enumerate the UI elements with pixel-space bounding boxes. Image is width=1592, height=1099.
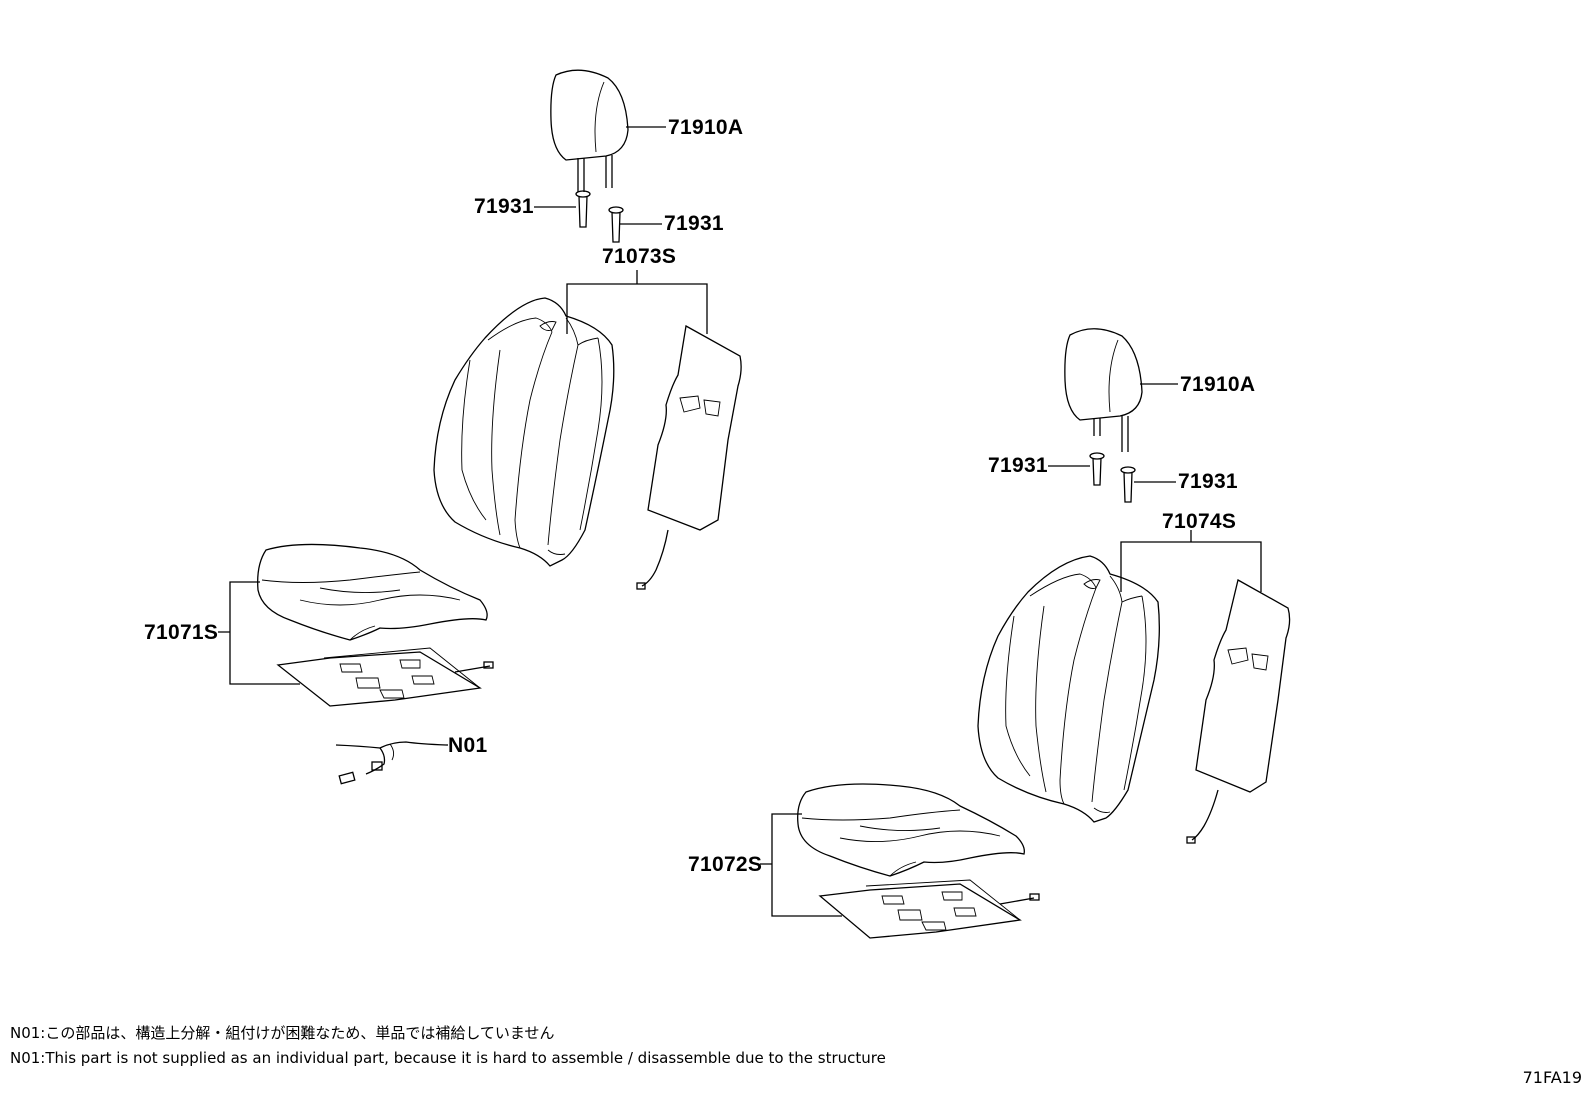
note-english: N01:This part is not supplied as an indi…: [10, 1049, 886, 1067]
headrest-right-drawing: [1064, 328, 1143, 452]
harness-n01-drawing: [335, 741, 447, 785]
part-label-guide-left-b: 71931: [664, 212, 724, 235]
part-label-back-assy-left: 71073S: [602, 245, 677, 268]
bracket-71074S: [1120, 530, 1262, 592]
seat-back-left-drawing: [433, 297, 615, 567]
cushion-heater-right-drawing: [818, 879, 1040, 939]
part-label-cushion-assy-left: 71071S: [144, 621, 219, 644]
bracket-71072S: [760, 813, 842, 917]
part-label-guide-right-a: 71931: [988, 454, 1048, 477]
leader-lines-right: [446, 383, 1178, 746]
part-label-guide-right-b: 71931: [1178, 470, 1238, 493]
back-heater-left-drawing: [636, 324, 742, 590]
part-label-back-assy-right: 71074S: [1162, 510, 1237, 533]
back-heater-right-drawing: [1186, 579, 1291, 844]
bracket-71073S: [566, 270, 708, 334]
seat-cushion-left-drawing: [257, 543, 488, 641]
seat-back-right-drawing: [977, 555, 1160, 823]
note-japanese: N01:この部品は、構造上分解・組付けが困難なため、単品では補給していません: [10, 1024, 555, 1042]
headrest-left-drawing: [550, 69, 629, 192]
leader-lines-left: [534, 126, 666, 225]
guide-left-drawing: [575, 190, 624, 243]
part-label-headrest-left: 71910A: [668, 116, 744, 139]
diagram-code: 71FA19: [1522, 1068, 1582, 1087]
seat-cushion-right-drawing: [797, 783, 1025, 877]
part-label-cushion-assy-right: 71072S: [688, 853, 763, 876]
part-label-guide-left-a: 71931: [474, 195, 534, 218]
part-label-harness-n01: N01: [448, 734, 488, 757]
bracket-71071S: [218, 581, 300, 685]
guide-right-drawing: [1089, 452, 1136, 503]
part-label-headrest-right: 71910A: [1180, 373, 1256, 396]
cushion-heater-left-drawing: [276, 647, 494, 707]
